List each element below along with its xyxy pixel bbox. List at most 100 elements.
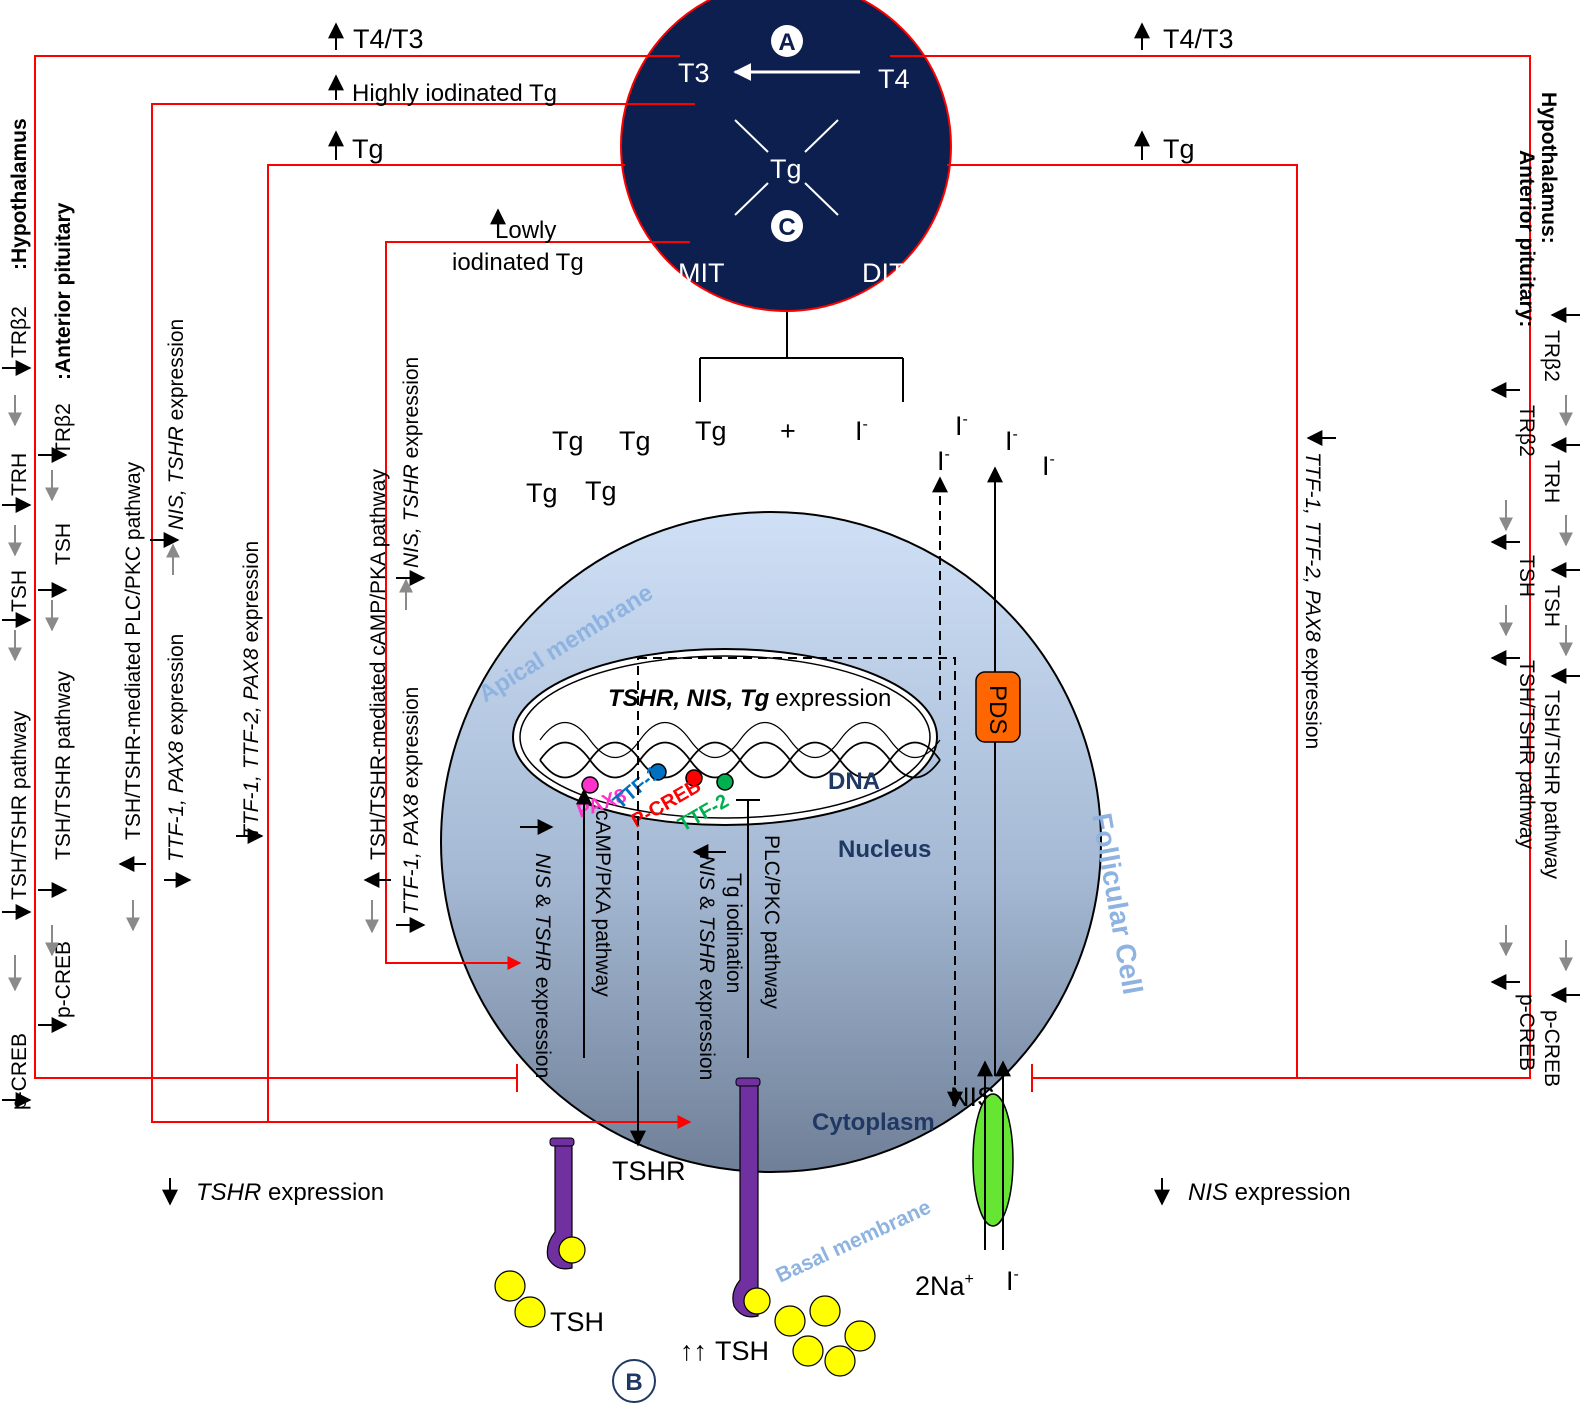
- left-col1-item-trh: TRH: [8, 453, 31, 496]
- left-col4b-label: NIS, TSHR expression: [165, 319, 188, 530]
- right-col1-item-trb2: TRβ2: [1540, 330, 1563, 382]
- camp-pathway-label: cAMP/PKA pathway: [591, 810, 614, 997]
- tshr-label: TSHR: [612, 1156, 686, 1186]
- dna-strand-3: [539, 722, 941, 758]
- t4t3-right-label: T4/T3: [1163, 24, 1234, 54]
- tsh-ligand-4: [809, 1295, 841, 1327]
- colloid-disc: [620, 0, 952, 312]
- right-col2-item-pcreb: p-CREB: [1515, 994, 1538, 1071]
- badge-b: [612, 1359, 656, 1403]
- camp-expression-label: NIS & TSHR expression: [531, 853, 554, 1078]
- tsh-label-right: ↑↑TSH: [680, 1336, 769, 1366]
- right-col3-label: TTF-1, TTF-2, PAX8 expression: [1301, 452, 1324, 749]
- tsh-ligand-bound-1: [558, 1236, 586, 1264]
- left-col2-header: :Anterior pituitary: [52, 202, 75, 380]
- tsh-ligand-1: [494, 1270, 526, 1302]
- left-col2-item-pathway: TSH/TSHR pathway: [52, 670, 75, 860]
- left-col4a-label: TTF-1, PAX8 expression: [165, 634, 188, 862]
- plc-iodination-label: Tg iodination: [722, 873, 745, 993]
- right-col1-header: Hypothalamus:: [1537, 92, 1560, 244]
- left-col2-item-pcreb: p-CREB: [52, 941, 75, 1018]
- dna-helix: [539, 722, 941, 779]
- left-col7b-label: NIS, TSHR expression: [400, 357, 423, 568]
- tsh-ligand-3: [774, 1305, 806, 1337]
- feedback-lines: [34, 55, 1531, 1129]
- left-col-2: :Anterior pituitary TRβ2 TSH TSH/TSHR pa…: [38, 202, 75, 1033]
- tg-item-2: Tg: [619, 426, 651, 456]
- right-col1-item-tsh: TSH: [1540, 585, 1563, 627]
- badge-c: [771, 210, 803, 242]
- right-columns: TTF-1, TTF-2, PAX8 expression Anterior p…: [1301, 92, 1580, 1087]
- lumen: Tg Tg Tg Tg Tg + I- I- I- I- I-: [526, 312, 1055, 508]
- tshr-receptor-1: [546, 1141, 573, 1270]
- top-labels: T4/T3 T4/T3 Highly iodinated Tg Tg Tg Lo…: [328, 22, 1234, 276]
- left-col-1: :Hypothalamus TRβ2 TRH TSH TSH/TSHR path…: [2, 118, 32, 1110]
- tsh-ligands: [494, 1236, 876, 1377]
- highly-iodinated-label: Highly iodinated Tg: [352, 80, 557, 107]
- badge-a: [771, 25, 803, 57]
- nucleus-inner-ring: [519, 655, 931, 819]
- left-col5-label: TTF-1, TTF-2, PAX8 expression: [240, 541, 263, 838]
- right-col2-item-trb2: TRβ2: [1515, 405, 1538, 457]
- nucleus: [512, 648, 938, 826]
- nucleus-label: Nucleus: [838, 836, 931, 863]
- tg-right-label: Tg: [1163, 134, 1195, 164]
- plc-pathway-label: PLC/PKC pathway: [760, 835, 783, 1009]
- nis-channel: [972, 1093, 1014, 1227]
- colloid-circle: T3 T4 Tg MIT DIT A C: [620, 0, 952, 312]
- ttf1-dot: [649, 763, 667, 781]
- badge-a-label: A: [778, 29, 795, 56]
- left-col6-label: TSH/TSHR-mediated cAMP/PKA pathway: [367, 469, 390, 860]
- t4-label: T4: [878, 64, 910, 94]
- nis-dashed-path: [638, 657, 963, 1108]
- iodide-5: I-: [1042, 451, 1055, 481]
- left-col1-item-trb2: TRβ2: [8, 306, 31, 358]
- basal-membrane-label: Basal membrane: [772, 1196, 934, 1288]
- tsh-ligand-2: [514, 1296, 546, 1328]
- lowly-label-2: iodinated Tg: [452, 249, 584, 276]
- tsh-ligand-bound-2: [743, 1287, 771, 1315]
- nis-expression-label: NIS expression: [1188, 1179, 1351, 1206]
- left-col3-label: TSH/TSHR-mediated PLC/PKC pathway: [122, 461, 145, 840]
- right-col1-item-trh: TRH: [1540, 460, 1563, 503]
- tsh-label-left: TSH: [550, 1307, 604, 1337]
- tg-right-line: [947, 164, 1298, 1078]
- right-col1-item-pcreb: p-CREB: [1540, 1010, 1563, 1087]
- cell-interior: Apical membrane Basal membrane Follicula…: [474, 466, 1149, 1403]
- t4-tg-line: [804, 119, 839, 153]
- tg-item-5: Tg: [585, 476, 617, 506]
- t3-label: T3: [678, 58, 710, 88]
- tshr-expression-label: TSHR expression: [196, 1179, 384, 1206]
- left-col1-header: :Hypothalamus: [8, 118, 31, 270]
- tsh-ligand-6: [792, 1335, 824, 1367]
- badge-b-label: B: [625, 1369, 642, 1396]
- left-col1-item-pcreb: p-CREB: [8, 1033, 31, 1110]
- t4t3-feedback-line: [34, 55, 680, 1079]
- sodium-label: 2Na+: [915, 1271, 974, 1301]
- right-col-2: Anterior pituitary: TRβ2 TSH TSH/TSHR pa…: [1490, 150, 1538, 1071]
- dit-tg-line: [804, 182, 839, 216]
- left-columns: :Hypothalamus TRβ2 TRH TSH TSH/TSHR path…: [2, 118, 426, 1110]
- iodide-2: I-: [955, 411, 968, 441]
- tshr-receptor-1-head: [549, 1137, 575, 1147]
- iodide-1: I-: [855, 416, 868, 446]
- right-col2-item-tsh: TSH: [1515, 555, 1538, 597]
- iodide-4: I-: [937, 446, 950, 476]
- badge-c-label: C: [778, 214, 795, 241]
- tg-item-1: Tg: [552, 426, 584, 456]
- t3-tg-line: [734, 119, 769, 153]
- t4t3-left-label: T4/T3: [353, 24, 424, 54]
- dna-strand-2: [539, 741, 941, 779]
- right-col2-header: Anterior pituitary:: [1515, 150, 1538, 327]
- left-col2-item-trb2: TRβ2: [52, 403, 75, 455]
- iodide-3: I-: [1005, 426, 1018, 456]
- mit-tg-line: [734, 182, 769, 216]
- tsh-ligand-7: [824, 1345, 856, 1377]
- plus-sign: +: [780, 416, 796, 446]
- left-col1-item-tsh: TSH: [8, 570, 31, 612]
- right-col-1: Hypothalamus: TRβ2 TRH TSH TSH/TSHR path…: [1537, 92, 1580, 1087]
- pcreb-dot: [685, 769, 703, 787]
- left-col7a-label: TTF-1, PAX8 expression: [400, 687, 423, 915]
